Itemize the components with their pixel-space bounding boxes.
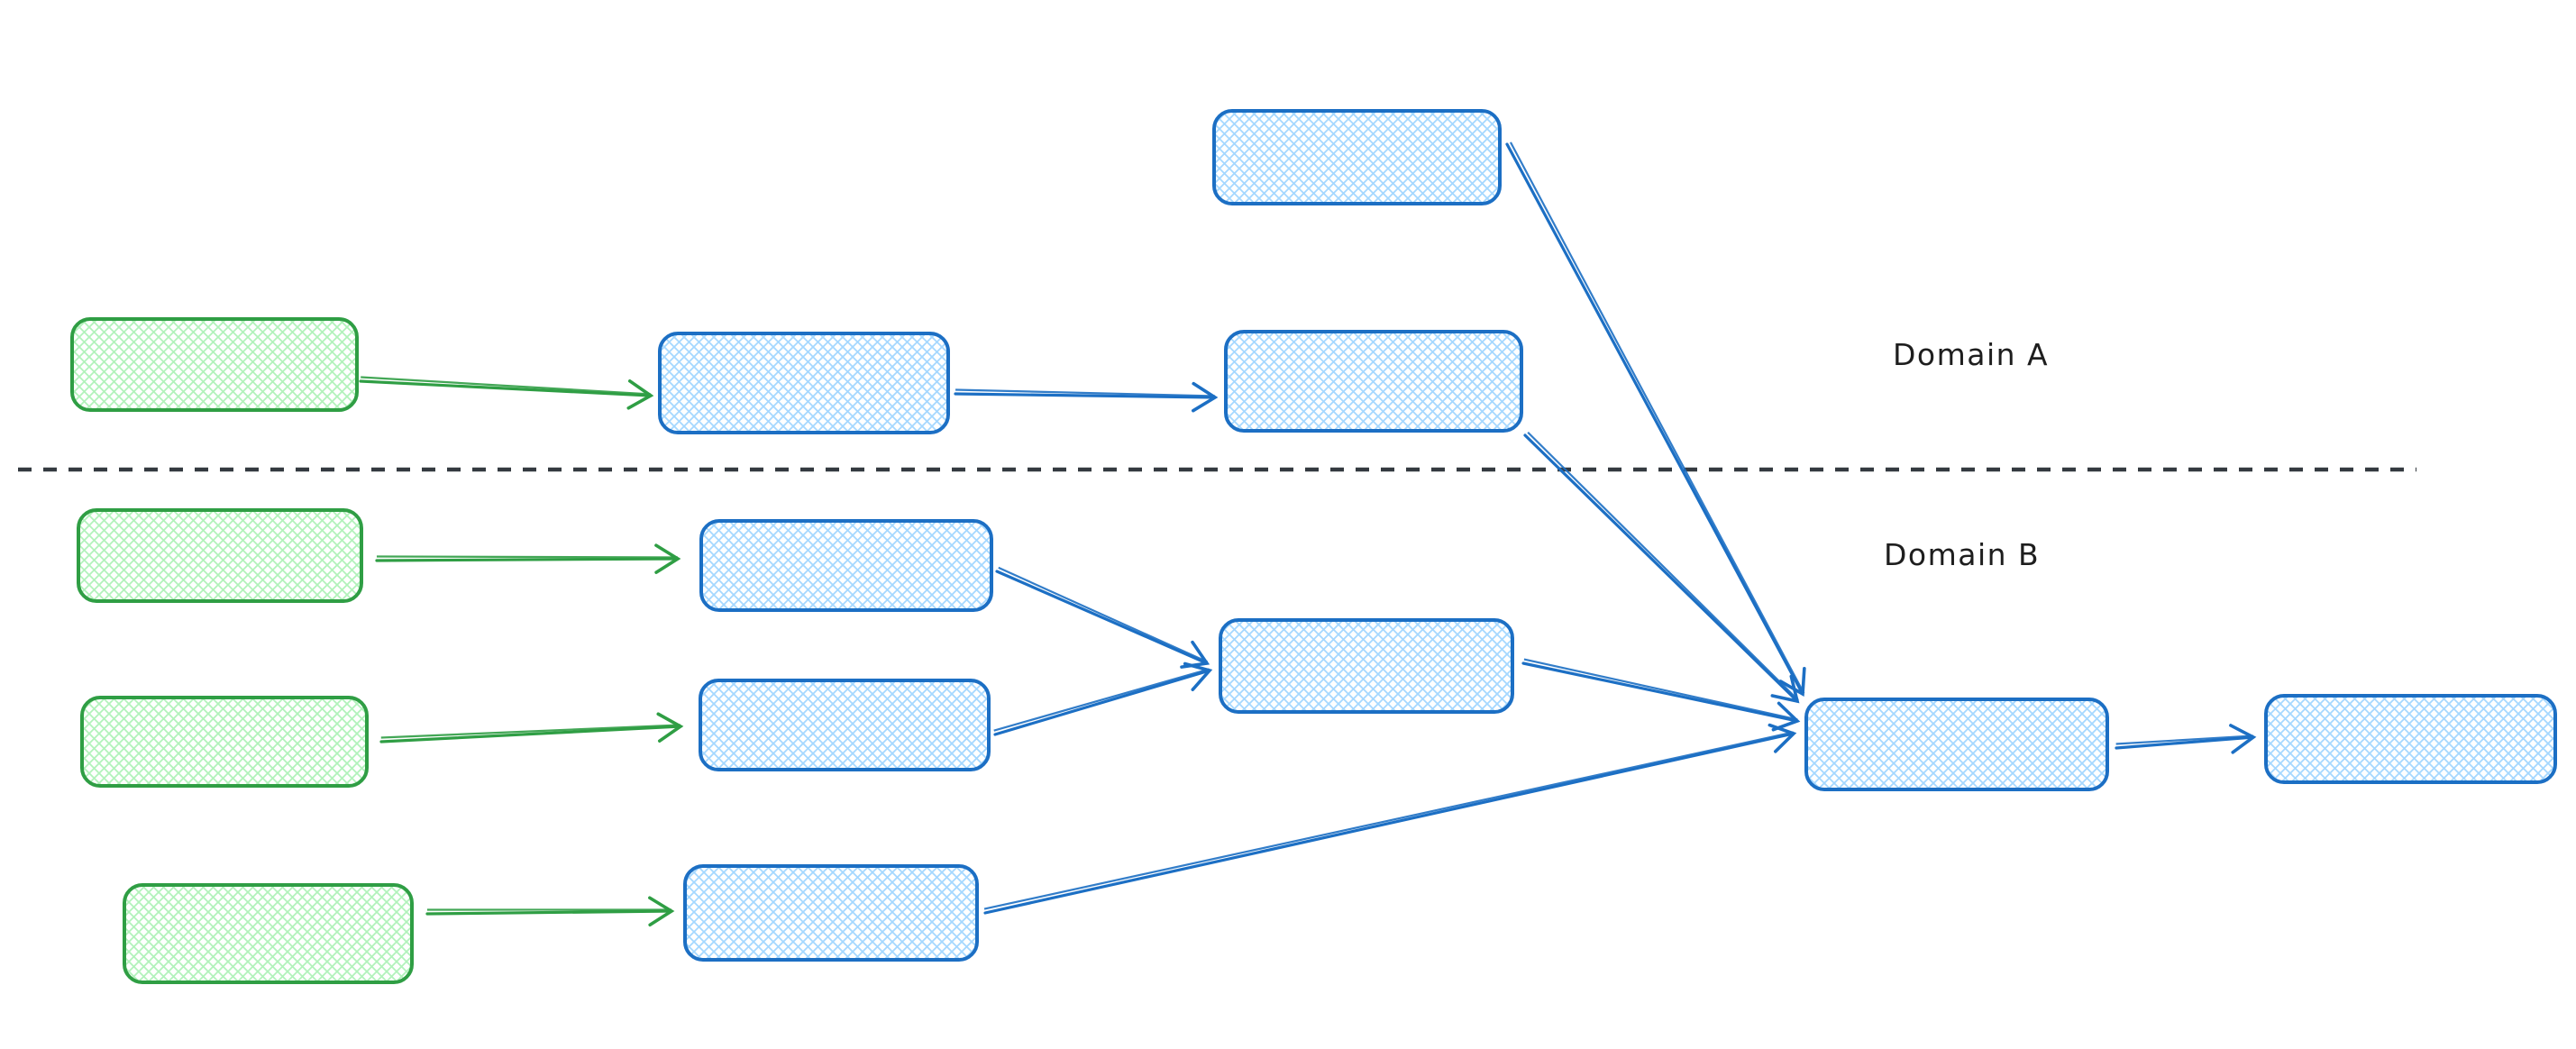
node-source-a: [70, 317, 359, 412]
arrow-stage1-a-to-stage2-a: [954, 381, 1219, 413]
label-domain-b: Domain B: [1884, 537, 2041, 572]
arrow-main-stroke: [2115, 724, 2257, 754]
arrow-top-a-to-hub: [1505, 141, 1806, 697]
arrow-secondary-stroke: [955, 388, 1216, 397]
arrow-source-a-to-stage1-a: [359, 376, 654, 410]
arrow-hub-to-output: [2115, 724, 2257, 754]
arrow-secondary-stroke: [1527, 431, 1799, 701]
arrow-secondary-stroke: [983, 731, 1794, 910]
arrow-merge-b-to-hub: [1521, 658, 1801, 732]
node-merge-b: [1219, 618, 1514, 714]
label-domain-a: Domain A: [1893, 337, 2050, 372]
arrow-main-stroke: [425, 896, 675, 927]
arrow-main-stroke: [1521, 661, 1801, 732]
arrow-secondary-stroke: [376, 555, 678, 559]
diagram-shapes-layer: [18, 109, 2557, 984]
node-stage2-a: [1224, 330, 1523, 433]
arrow-secondary-stroke: [1523, 658, 1798, 721]
node-stage1-b3: [683, 864, 979, 962]
arrow-main-stroke: [983, 723, 1797, 915]
arrow-secondary-stroke: [1509, 141, 1805, 694]
arrow-main-stroke: [954, 381, 1219, 413]
node-output: [2264, 694, 2557, 784]
arrow-secondary-stroke: [998, 566, 1209, 663]
node-source-b2: [80, 696, 369, 788]
arrow-source-b3-to-stage1-b3: [425, 896, 675, 927]
arrow-stage1-b3-to-hub: [983, 723, 1797, 915]
arrow-main-stroke: [375, 543, 681, 574]
arrow-secondary-stroke: [361, 376, 652, 396]
arrow-main-stroke: [993, 661, 1213, 736]
node-hub: [1804, 698, 2109, 791]
arrow-main-stroke: [359, 379, 654, 410]
node-source-b1: [77, 508, 363, 603]
node-stage1-a: [658, 332, 950, 434]
arrow-stage2-a-to-hub: [1523, 431, 1800, 704]
node-top-a: [1212, 109, 1502, 205]
arrow-stage1-b1-to-merge-b: [995, 566, 1210, 669]
arrow-secondary-stroke: [993, 668, 1210, 732]
arrow-main-stroke: [379, 712, 684, 743]
arrow-main-stroke: [995, 570, 1210, 669]
arrow-stage1-b2-to-merge-b: [993, 661, 1213, 736]
node-source-b3: [123, 883, 414, 984]
node-stage1-b1: [699, 519, 993, 612]
arrow-source-b1-to-stage1-b1: [375, 543, 681, 574]
arrow-main-stroke: [1523, 433, 1800, 704]
node-stage1-b2: [699, 679, 991, 771]
arrow-source-b2-to-stage1-b2: [379, 712, 684, 743]
arrow-secondary-stroke: [380, 724, 681, 739]
arrow-main-stroke: [1505, 142, 1806, 697]
